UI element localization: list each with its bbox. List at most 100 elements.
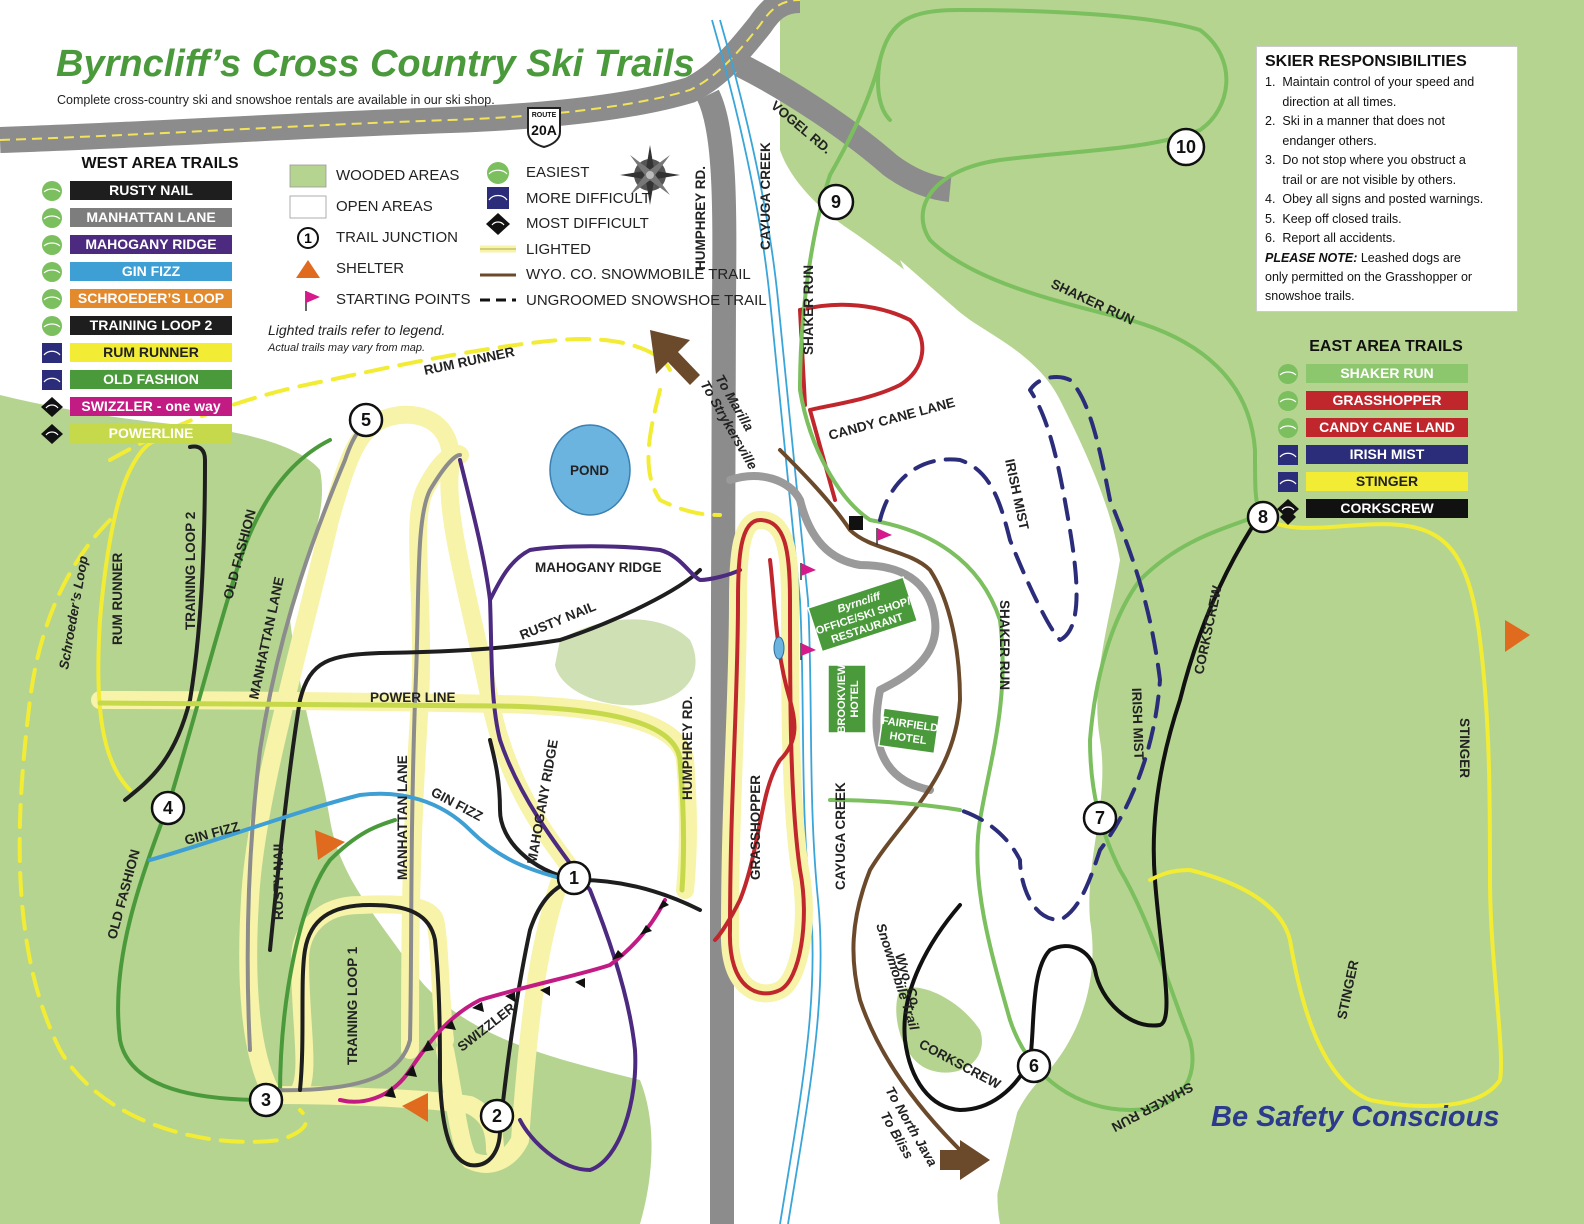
easiest-circle-icon bbox=[1278, 363, 1298, 384]
trail-junctions: 1 2 3 4 5 6 7 8 9 10 bbox=[150, 127, 1280, 1134]
skier-responsibilities-box: SKIER RESPONSIBILITIES 1. Maintain contr… bbox=[1256, 46, 1518, 312]
starting-point-flags bbox=[800, 528, 892, 660]
west-legend-item-row: OLD FASHION bbox=[40, 366, 250, 393]
roads bbox=[0, 0, 952, 1224]
easiest-circle-icon bbox=[42, 207, 62, 228]
easiest-circle-icon bbox=[1278, 417, 1298, 438]
svg-text:SHAKER RUN: SHAKER RUN bbox=[997, 600, 1012, 690]
legend-row-wooded-area-swatch: WOODED AREAS bbox=[288, 160, 468, 191]
legend-note1: Lighted trails refer to legend. bbox=[268, 322, 446, 338]
responsibilities-heading: SKIER RESPONSIBILITIES bbox=[1265, 53, 1467, 70]
svg-text:4: 4 bbox=[163, 798, 173, 818]
responsibility-line: 4. Obey all signs and posted warnings. bbox=[1265, 192, 1484, 206]
svg-text:1: 1 bbox=[569, 868, 579, 888]
svg-text:TRAINING LOOP 1: TRAINING LOOP 1 bbox=[345, 946, 360, 1065]
easiest-circle-icon bbox=[42, 315, 62, 336]
svg-text:MANHATTAN LANE: MANHATTAN LANE bbox=[395, 755, 410, 880]
east-legend-item-row: IRISH MIST bbox=[1276, 441, 1476, 468]
responsibility-line: direction at all times. bbox=[1265, 94, 1397, 109]
east-legend-item-row: GRASSHOPPER bbox=[1276, 387, 1476, 414]
more-difficult-square-icon bbox=[1278, 471, 1298, 492]
responsibility-line: endanger others. bbox=[1265, 133, 1377, 148]
east-legend-item-bar: SHAKER RUN bbox=[1306, 364, 1468, 383]
trail-junction-2: 2 bbox=[479, 1098, 515, 1134]
legend-row-snowshoe-dash-icon: UNGROOMED SNOWSHOE TRAIL bbox=[478, 288, 767, 314]
trail-junction-1: 1 bbox=[556, 860, 592, 896]
route-shield: ROUTE 20A bbox=[527, 107, 561, 149]
shelter-icons bbox=[315, 620, 1530, 1122]
legend-row-most-difficult-diamond-icon: MOST DIFFICULT bbox=[478, 211, 748, 237]
most-difficult-diamond-icon bbox=[1277, 498, 1299, 519]
starting-point-flag-icon bbox=[876, 528, 892, 545]
east-legend-item-bar: CORKSCREW bbox=[1306, 499, 1468, 518]
west-legend-item-bar: RUM RUNNER bbox=[70, 343, 232, 362]
legend-row-starting-point-flag-icon: STARTING POINTS bbox=[288, 284, 471, 315]
east-legend-item-row: STINGER bbox=[1276, 468, 1476, 495]
west-legend-item-bar: SCHROEDER’S LOOP bbox=[70, 289, 232, 308]
open-area-swatch bbox=[289, 195, 327, 218]
legend-row-shelter-icon: SHELTER bbox=[288, 253, 468, 284]
legend-row-more-difficult-square-icon: MORE DIFFICULT bbox=[478, 186, 748, 212]
trail-junction-9: 9 bbox=[817, 183, 855, 221]
svg-text:RUSTY NAIL: RUSTY NAIL bbox=[271, 839, 286, 920]
safety-slogan: Be Safety Conscious bbox=[1211, 1101, 1499, 1133]
legend-row-open-area-swatch: OPEN AREAS bbox=[288, 191, 468, 222]
most-difficult-diamond-icon bbox=[41, 396, 63, 417]
svg-text:HUMPHREY RD.: HUMPHREY RD. bbox=[693, 166, 708, 270]
svg-text:MAHOGANY RIDGE: MAHOGANY RIDGE bbox=[535, 560, 662, 575]
responsibility-line: 6. Report all accidents. bbox=[1265, 231, 1396, 245]
svg-text:SHAKER RUN: SHAKER RUN bbox=[801, 265, 816, 355]
shelter-icon bbox=[296, 259, 320, 278]
please-note-label: PLEASE NOTE: bbox=[1265, 250, 1358, 265]
west-legend-item-row: TRAINING LOOP 2 bbox=[40, 312, 250, 339]
map-subtitle: Complete cross-country ski and snowshoe … bbox=[57, 93, 495, 107]
more-difficult-square-icon bbox=[487, 187, 509, 210]
east-legend-item-bar: CANDY CANE LAND bbox=[1306, 418, 1468, 437]
legend-label: LIGHTED bbox=[526, 240, 592, 258]
legend-label: UNGROOMED SNOWSHOE TRAIL bbox=[526, 291, 767, 309]
svg-text:9: 9 bbox=[831, 192, 841, 212]
legend-row-easiest-circle-icon: EASIEST bbox=[478, 160, 748, 186]
legend-label: MOST DIFFICULT bbox=[526, 215, 649, 233]
please-note-text2: only permitted on the Grasshopper or bbox=[1265, 269, 1473, 284]
shelter-icon bbox=[1505, 620, 1530, 652]
west-legend-item-bar: OLD FASHION bbox=[70, 370, 232, 389]
svg-text:8: 8 bbox=[1258, 507, 1268, 527]
legend-label: TRAIL JUNCTION bbox=[336, 229, 458, 246]
pond bbox=[549, 424, 631, 516]
legend-note2: Actual trails may vary from map. bbox=[268, 342, 426, 354]
fairfield-hotel: FAIRFIELD HOTEL bbox=[877, 707, 941, 755]
trail-junction-6: 6 bbox=[1016, 1048, 1052, 1084]
east-legend-item-bar: IRISH MIST bbox=[1306, 445, 1468, 464]
legend-label: WOODED AREAS bbox=[336, 167, 460, 184]
shelter-icon bbox=[402, 1093, 428, 1122]
svg-text:20A: 20A bbox=[531, 122, 557, 138]
please-note-text3: snowshoe trails. bbox=[1265, 288, 1355, 303]
trail-junction-4: 4 bbox=[150, 790, 186, 826]
responsibility-line: 2. Ski in a manner that does not bbox=[1265, 114, 1445, 128]
brookview-line1: BROOKVIEW bbox=[836, 664, 848, 734]
trail-junction-7: 7 bbox=[1082, 800, 1118, 836]
svg-text:TRAINING LOOP 2: TRAINING LOOP 2 bbox=[183, 512, 198, 630]
trail-junction-3: 3 bbox=[248, 1082, 284, 1118]
svg-text:STINGER: STINGER bbox=[1457, 718, 1472, 778]
easiest-circle-icon bbox=[42, 180, 62, 201]
west-trails bbox=[17, 337, 742, 1172]
west-legend-item-bar: MAHOGANY RIDGE bbox=[70, 235, 232, 254]
responsibility-line: 1. Maintain control of your speed and bbox=[1265, 75, 1475, 89]
svg-text:ROUTE: ROUTE bbox=[532, 112, 557, 119]
east-legend-item-row: SHAKER RUN bbox=[1276, 360, 1476, 387]
small-pond bbox=[773, 636, 785, 660]
legend-label: STARTING POINTS bbox=[336, 291, 471, 308]
easiest-circle-icon bbox=[487, 161, 509, 184]
legend-label: OPEN AREAS bbox=[336, 198, 433, 215]
swizzler-direction-arrows bbox=[384, 900, 669, 1098]
most-difficult-diamond-icon bbox=[41, 423, 63, 444]
west-legend-item-row: SWIZZLER - one way bbox=[40, 393, 250, 420]
west-legend-item-row: POWERLINE bbox=[40, 420, 250, 447]
cayuga-creek bbox=[711, 19, 822, 1224]
